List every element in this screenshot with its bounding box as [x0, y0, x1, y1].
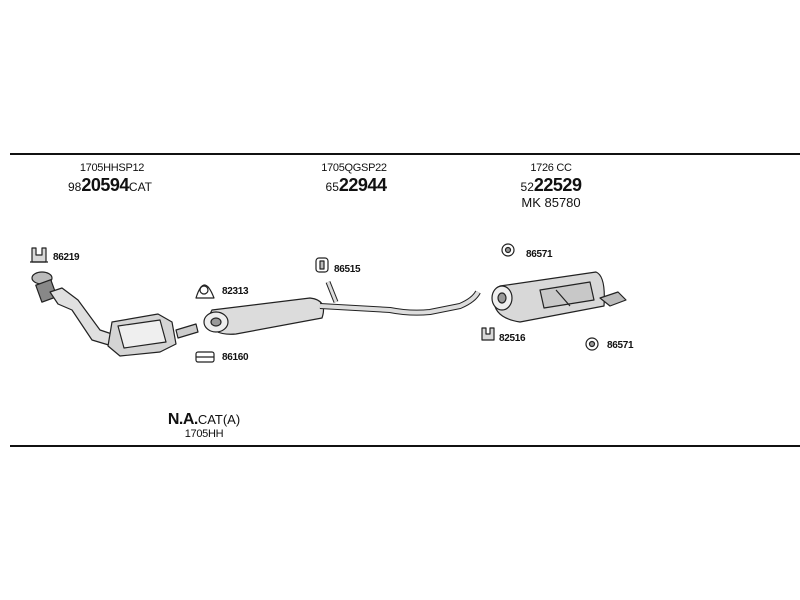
rear-muffler-icon: [491, 271, 627, 323]
ref-82313: 82313: [222, 286, 249, 297]
footer-na: N.A.: [167, 411, 199, 428]
col3-prefix: 52: [520, 180, 534, 194]
ref-86571-top: 86571: [526, 249, 553, 260]
front-muffler-icon: [203, 297, 325, 335]
col1-suffix: CAT: [128, 180, 153, 194]
middle-pipe-icon: [319, 281, 481, 316]
footer-code: 1705HH: [184, 428, 224, 440]
col3-num: 22529: [533, 175, 582, 195]
footer-cat: CAT(A): [197, 412, 241, 427]
col3-part-number: 5222529: [521, 175, 582, 196]
clamp-82516-icon: [481, 327, 495, 341]
hanger-86515-icon: [315, 257, 329, 273]
catalytic-converter-icon: [107, 313, 199, 357]
ref-86515: 86515: [334, 264, 361, 275]
bottom-rule: [10, 445, 800, 447]
col1-code: 1705HHSP12: [79, 162, 145, 174]
gasket-86571-bottom-icon: [585, 337, 599, 351]
ref-82516: 82516: [499, 333, 526, 344]
footer-na-cat: N.A.CAT(A): [168, 411, 240, 429]
col2-code: 1705QGSP22: [321, 162, 387, 174]
ref-86160: 86160: [222, 352, 249, 363]
top-rule: [10, 153, 800, 155]
col1-prefix: 98: [67, 180, 82, 194]
front-pipe-icon: [31, 271, 119, 347]
col1-part-number: 9820594CAT: [68, 175, 152, 196]
col2-part-number: 6522944: [326, 175, 387, 196]
gasket-82313-icon: [195, 284, 215, 299]
ref-86571-bottom: 86571: [607, 340, 634, 351]
gasket-86571-top-icon: [501, 243, 515, 257]
ref-86219: 86219: [53, 252, 80, 263]
col3-extra: MK 85780: [521, 195, 581, 210]
clamp-86219-icon: [30, 247, 48, 263]
clamp-86160-icon: [195, 351, 215, 363]
col1-num: 20594: [81, 175, 129, 195]
col2-prefix: 65: [325, 180, 339, 194]
col3-code: 1726 CC: [530, 162, 572, 174]
col2-num: 22944: [338, 175, 387, 195]
